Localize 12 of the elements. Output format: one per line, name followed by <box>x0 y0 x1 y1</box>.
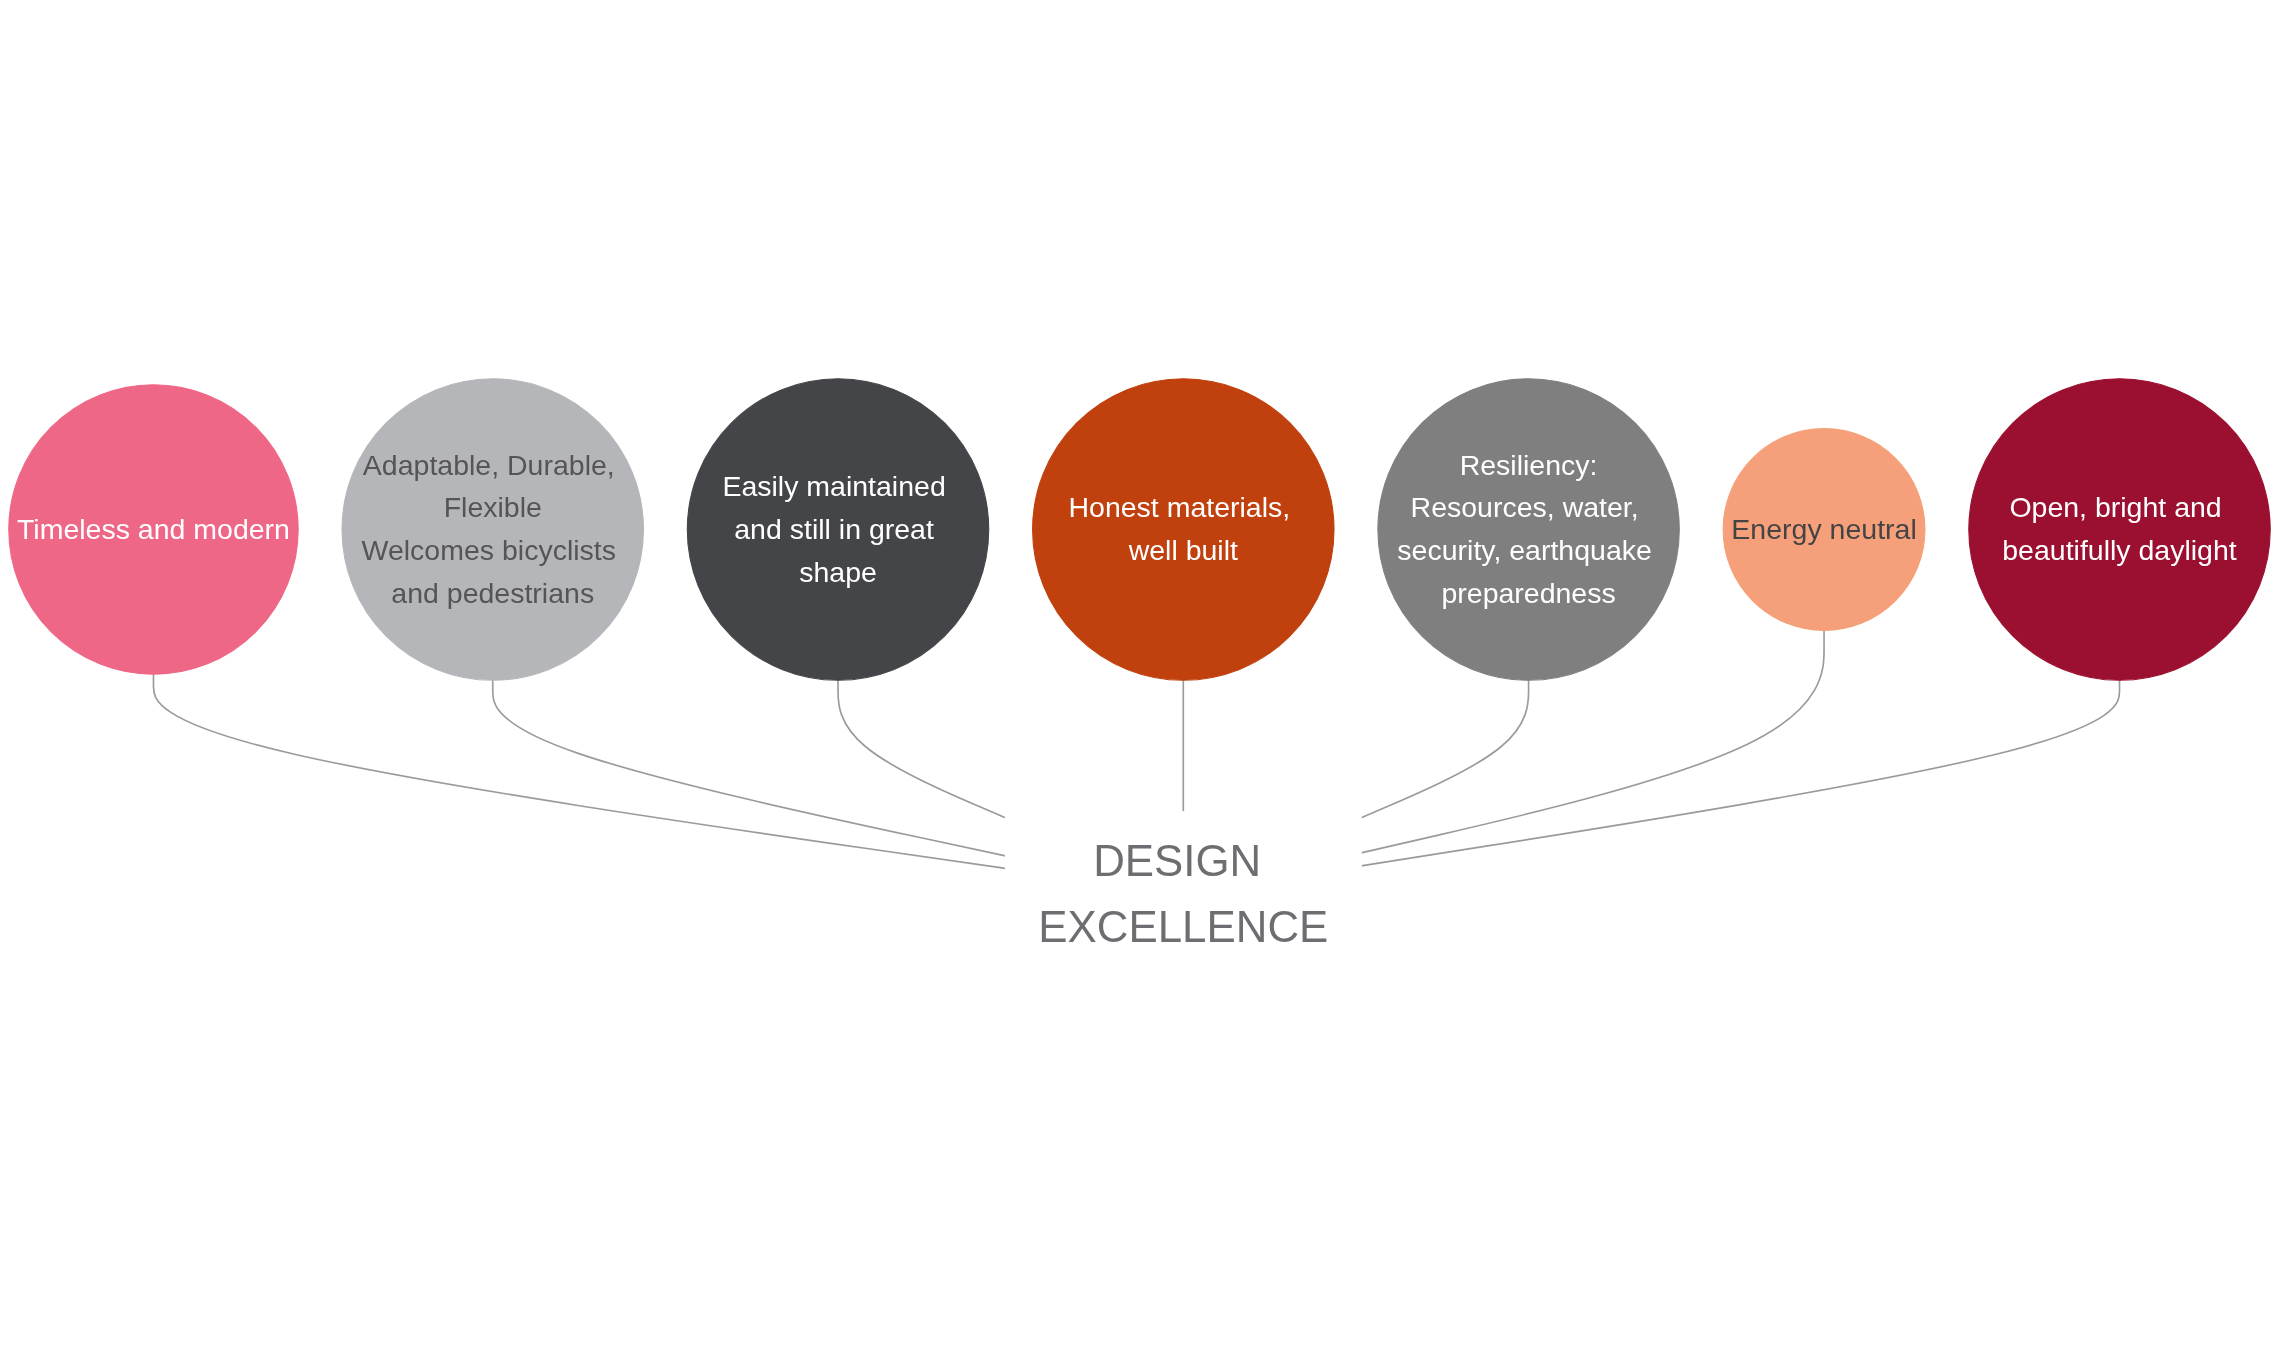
node-circle: Easily maintained and still in great shape <box>686 378 990 681</box>
connector <box>1182 679 1185 813</box>
node-circle: Timeless and modern <box>8 384 299 675</box>
node-circle: Adaptable, Durable, Flexible Welcomes bicyclists and pedestrians <box>341 378 644 681</box>
node-circle: Energy neutral <box>1722 428 1926 631</box>
connector <box>1360 629 1825 854</box>
node-circle: Honest materials, well built <box>1032 378 1335 681</box>
node-circle: Resiliency: Resources, water, security, earthquake preparedness <box>1377 378 1680 681</box>
connector <box>1360 679 1530 819</box>
connector <box>1360 679 2121 867</box>
node-text: DESIGN EXCELLENCE <box>1038 836 1329 951</box>
node-circle: Open, bright and beautifully daylight <box>1968 378 2271 681</box>
